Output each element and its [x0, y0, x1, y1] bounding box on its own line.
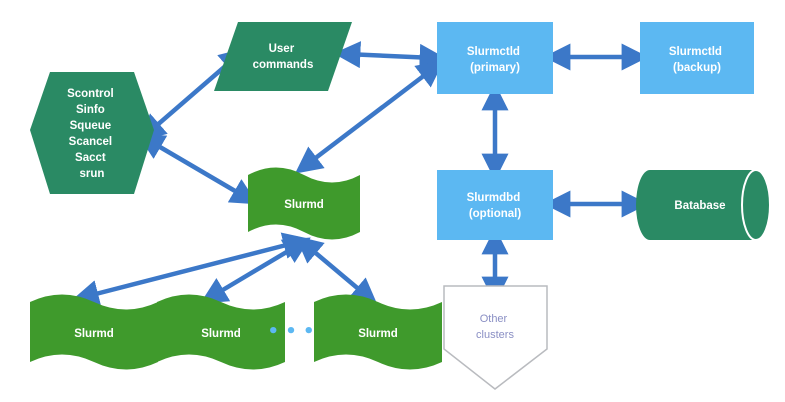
command-scancel: Scancel [69, 136, 112, 148]
command-scontrol: Scontrol [67, 88, 114, 100]
command-sinfo: Sinfo [76, 104, 105, 116]
slurmdbd-line1: Slurmdbd [467, 192, 521, 204]
other-clusters-line2: clusters [476, 329, 514, 341]
other-clusters-line1: Other [480, 313, 508, 325]
command-srun: srun [80, 168, 105, 180]
other-clusters-shape: Other clusters [443, 285, 548, 390]
svg-text:Scontrol Sinfo Squ: Scontrol Sinfo Squeue Scancel Sacct srun [67, 88, 117, 180]
command-squeue: Squeue [70, 120, 112, 132]
commands-hexagon: Scontrol Sinfo Squeue Scancel Sacct srun [30, 72, 154, 194]
slurmdbd-box: Slurmdbd (optional) [437, 170, 553, 240]
arrow-hex-to-slurmd [137, 133, 258, 205]
slurmd-main-label: Slurmd [284, 199, 324, 211]
slurmdbd-line2: (optional) [469, 208, 522, 220]
arrow-slurmctld-to-slurmd [294, 60, 445, 174]
user-commands-line1: User [269, 43, 295, 55]
database-label: Batabase [674, 200, 725, 212]
command-sacct: Sacct [75, 152, 106, 164]
ellipsis: • • • [267, 321, 314, 342]
slurmctld-primary-line1: Slurmctld [467, 46, 520, 58]
slurmd-main: Slurmd [248, 167, 360, 240]
slurmctld-backup-box: Slurmctld (backup) [640, 22, 754, 94]
slurmd-node-2: Slurmd [157, 294, 285, 370]
slurmctld-primary-box: Slurmctld (primary) [437, 22, 553, 94]
svg-text:Other clusters: Other clusters [476, 313, 514, 341]
svg-text:Slurmctld (primary): Slurmctld (primary) [467, 46, 523, 74]
user-commands-line2: commands [253, 59, 314, 71]
connectors [71, 41, 649, 307]
slurmd-node-1: Slurmd [30, 294, 158, 370]
arrow-user-commands-to-slurmctld [333, 41, 447, 71]
slurmd-node-3: Slurmd [314, 294, 442, 370]
arrow-slurmd-to-node-2 [200, 237, 311, 304]
slurmctld-backup-line2: (backup) [673, 62, 721, 74]
svg-text:User commands: User commands [253, 43, 314, 71]
slurmd-node-3-label: Slurmd [358, 328, 398, 340]
arrow-slurmd-to-node-1 [71, 232, 311, 307]
slurmd-node-2-label: Slurmd [201, 328, 241, 340]
svg-text:Slurmdbd (optional): Slurmdbd (optional) [467, 192, 524, 220]
database-cylinder: Batabase [636, 169, 771, 241]
user-commands-box: User commands [214, 22, 352, 91]
svg-text:Slurmctld (backup): Slurmctld (backup) [669, 46, 725, 74]
slurmctld-primary-line2: (primary) [470, 62, 520, 74]
arrow-slurmd-to-node-3 [295, 235, 378, 306]
slurmctld-backup-line1: Slurmctld [669, 46, 722, 58]
slurmd-node-1-label: Slurmd [74, 328, 114, 340]
